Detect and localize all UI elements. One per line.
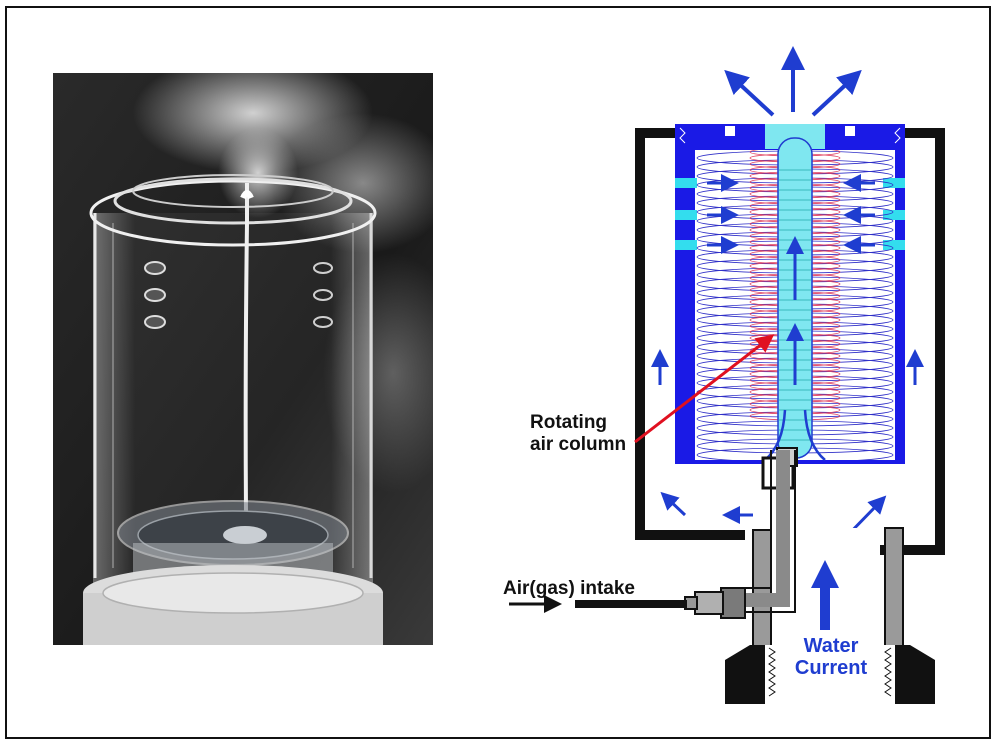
water-current-label: Water Current: [783, 635, 879, 679]
air-ports: [675, 178, 905, 250]
water-current-arrow: [811, 560, 839, 630]
air-column-pointer: [634, 334, 775, 444]
intake-pipe-assembly: [575, 450, 904, 649]
rotating-air-column-label-line2: air column: [530, 434, 627, 455]
vortex-generator-schematic: [509, 46, 945, 704]
water-current-label-line2: Current: [794, 657, 868, 679]
vortex-device-photo: [53, 73, 433, 645]
air-gas-intake-label: Air(gas) intake: [503, 578, 635, 599]
figure-frame: [5, 6, 991, 739]
outer-housing-frame: [635, 128, 945, 555]
exhaust-arrows: [724, 46, 862, 117]
water-inlet-base: [725, 645, 935, 704]
rotating-air-column-label-line1: Rotating: [530, 412, 608, 433]
water-current-label-line1: Water: [803, 635, 859, 657]
rotating-air-column-label: Rotating air column: [530, 412, 626, 456]
